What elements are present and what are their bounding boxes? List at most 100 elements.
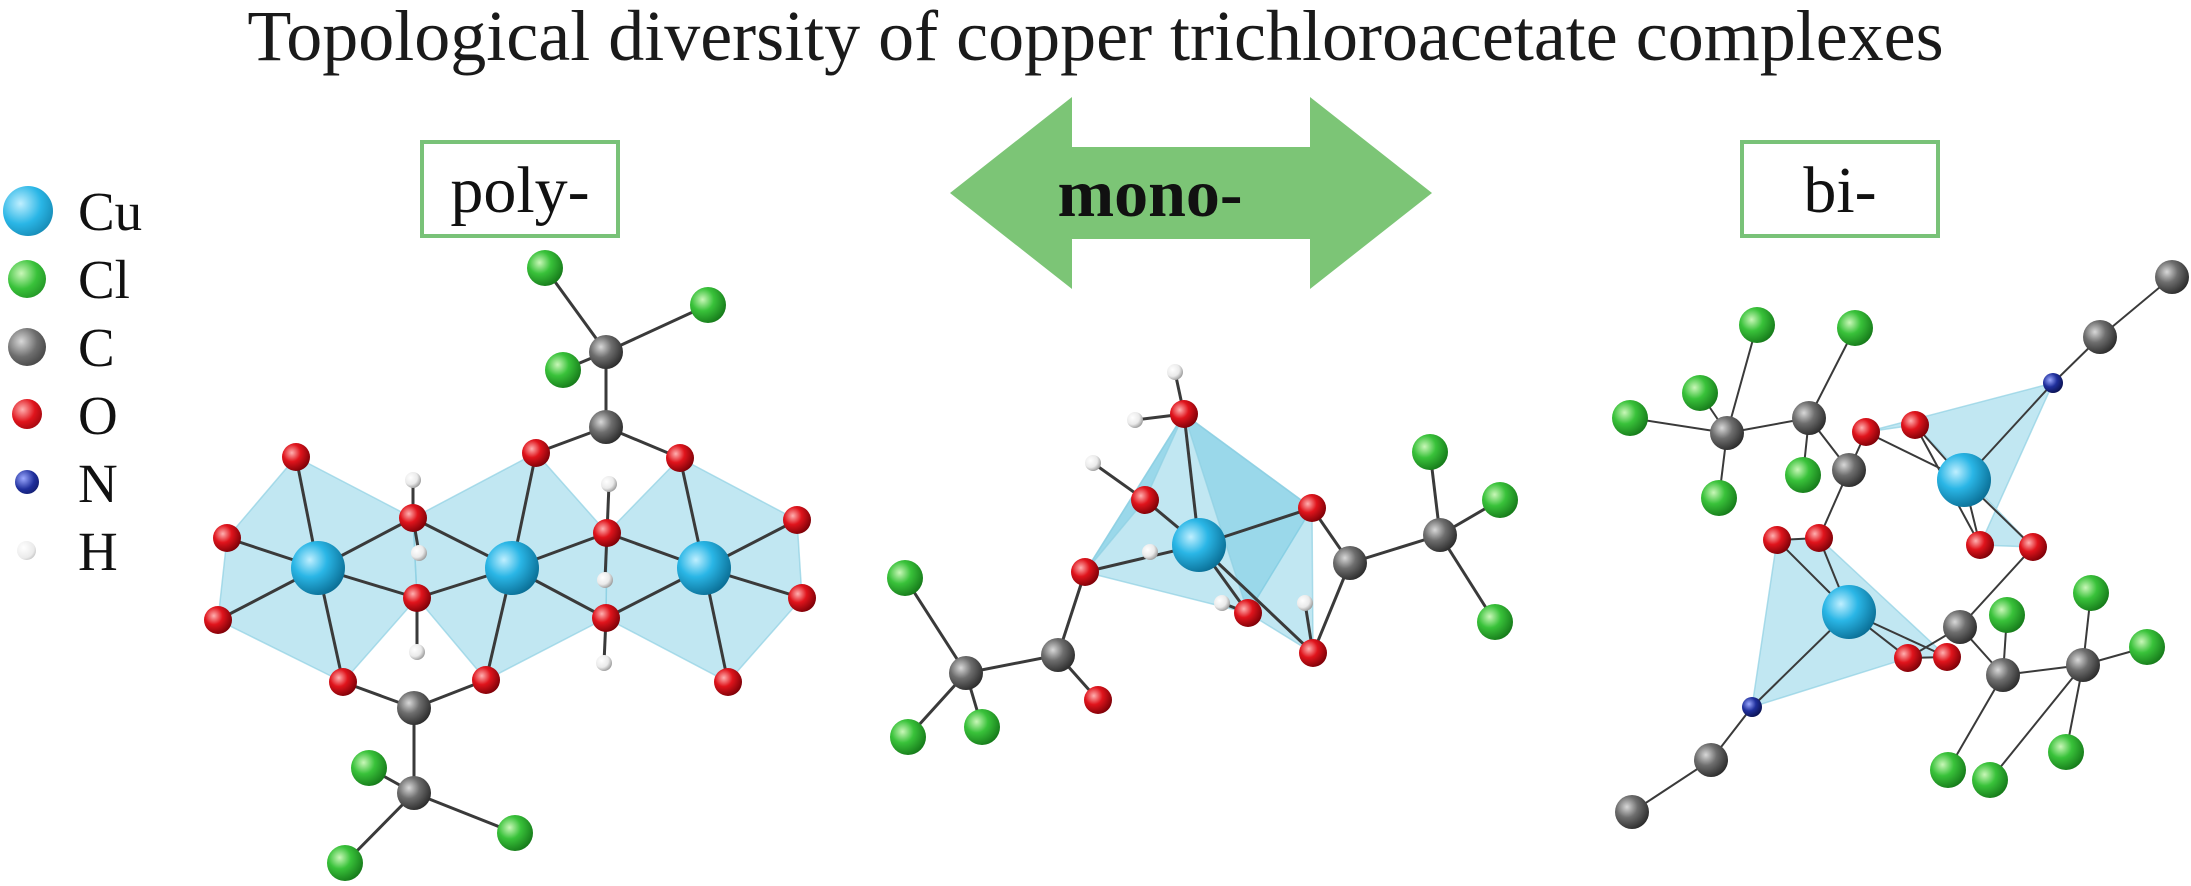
atom-o — [399, 504, 427, 532]
bond-line — [903, 577, 968, 674]
legend-item-n: N — [0, 452, 170, 520]
c-atom-icon — [8, 328, 46, 366]
label-bi: bi- — [1803, 154, 1877, 227]
atom-cl — [690, 287, 726, 323]
atom-h — [597, 572, 613, 588]
bond-line — [413, 791, 516, 835]
atom-o — [1894, 644, 1922, 672]
bi-structure — [1612, 260, 2189, 829]
atom-cl — [1785, 457, 1821, 493]
atom-cl — [327, 845, 363, 881]
atom-o — [1805, 524, 1833, 552]
atom-c — [397, 776, 431, 810]
atom-h — [1085, 455, 1101, 471]
atom-cu — [1172, 518, 1226, 572]
atom-cl — [890, 719, 926, 755]
atom-o — [204, 606, 232, 634]
legend-item-cu: Cu — [0, 180, 170, 248]
atom-o — [1901, 411, 1929, 439]
bond-line — [1989, 664, 2084, 781]
cu-atom-icon — [3, 186, 53, 236]
bond-line — [1959, 546, 2034, 628]
atom-h — [405, 472, 421, 488]
atom-cl — [351, 750, 387, 786]
figure-title: Topological diversity of copper trichlor… — [247, 0, 1944, 76]
legend-label-cu: Cu — [78, 181, 143, 242]
legend-item-o: O — [0, 384, 170, 452]
atom-cl — [2129, 629, 2165, 665]
atom-c — [589, 335, 623, 369]
atom-cl — [2048, 734, 2084, 770]
atom-o — [2019, 533, 2047, 561]
atom-c — [1986, 658, 2020, 692]
label-box-poly: poly- — [420, 140, 620, 238]
atom-o — [403, 584, 431, 612]
atom-h — [1142, 544, 1158, 560]
atom-h — [1297, 595, 1313, 611]
atom-cl — [1477, 604, 1513, 640]
atom-n — [2043, 373, 2063, 393]
atom-o — [1298, 494, 1326, 522]
atom-c — [1694, 743, 1728, 777]
atom-cl — [1482, 482, 1518, 518]
atom-o — [1852, 418, 1880, 446]
atom-h — [409, 644, 425, 660]
atom-h — [1214, 595, 1230, 611]
atom-cl — [1739, 307, 1775, 343]
atom-cu — [1937, 453, 1991, 507]
atom-c — [1792, 401, 1826, 435]
atom-o — [1299, 639, 1327, 667]
atom-h — [1167, 364, 1183, 380]
legend: Cu Cl C O N H — [0, 180, 170, 588]
atom-cu — [485, 541, 539, 595]
atom-o — [788, 584, 816, 612]
atom-cu — [291, 541, 345, 595]
atom-cl — [497, 815, 533, 851]
atom-cl — [1682, 375, 1718, 411]
legend-item-h: H — [0, 520, 170, 588]
atom-c — [2155, 260, 2189, 294]
atom-c — [2066, 648, 2100, 682]
atom-c — [1423, 518, 1457, 552]
bond-line — [1947, 674, 2004, 771]
atom-o — [592, 604, 620, 632]
o-atom-icon — [12, 399, 42, 429]
atom-c — [1943, 610, 1977, 644]
legend-label-o: O — [78, 385, 118, 446]
atom-n — [1742, 697, 1762, 717]
atom-cl — [964, 709, 1000, 745]
atom-cl — [1837, 310, 1873, 346]
atom-cl — [1972, 762, 2008, 798]
label-mono: mono- — [1057, 155, 1243, 231]
atom-cu — [677, 541, 731, 595]
atom-o — [1966, 531, 1994, 559]
atom-o — [593, 519, 621, 547]
atom-c — [1333, 546, 1367, 580]
atom-cl — [527, 250, 563, 286]
atom-h — [596, 655, 612, 671]
atom-c — [949, 656, 983, 690]
atom-c — [1710, 416, 1744, 450]
bond-line — [1726, 324, 1758, 434]
atom-o — [1071, 558, 1099, 586]
atom-cl — [1930, 752, 1966, 788]
atom-cl — [2073, 575, 2109, 611]
atom-o — [213, 524, 241, 552]
label-box-bi: bi- — [1740, 140, 1940, 238]
atom-o — [666, 444, 694, 472]
atom-cl — [1989, 597, 2025, 633]
atom-cl — [1612, 400, 1648, 436]
legend-item-cl: Cl — [0, 248, 170, 316]
n-atom-icon — [15, 470, 39, 494]
atom-o — [783, 506, 811, 534]
atom-c — [1615, 795, 1649, 829]
legend-label-n: N — [78, 453, 118, 514]
cl-atom-icon — [8, 260, 46, 298]
atom-cl — [1701, 480, 1737, 516]
atom-o — [1933, 643, 1961, 671]
atom-cl — [887, 560, 923, 596]
atom-o — [714, 668, 742, 696]
atom-h — [601, 476, 617, 492]
